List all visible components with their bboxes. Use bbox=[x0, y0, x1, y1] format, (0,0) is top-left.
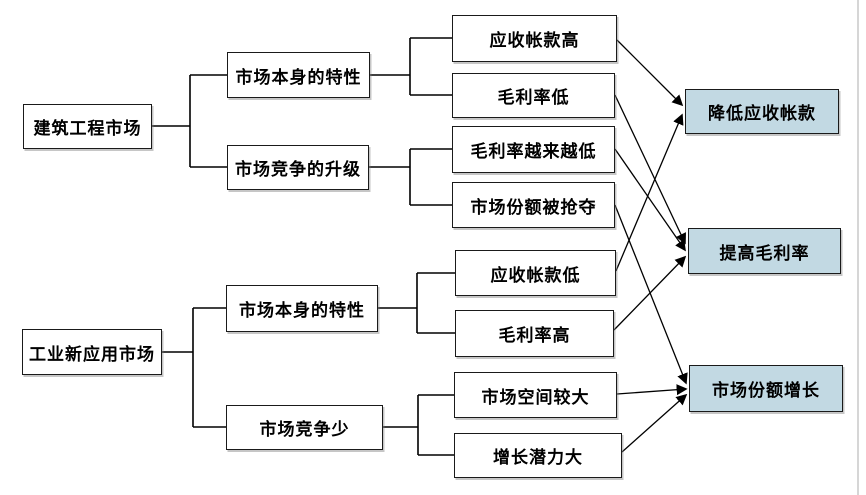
arrow-large-space-to-share-growth bbox=[616, 384, 688, 396]
factor-box-growth-potential: 增长潜力大 bbox=[454, 433, 622, 478]
category-box-characteristics-top: 市场本身的特性 bbox=[227, 52, 370, 98]
category-box-characteristics-bottom: 市场本身的特性 bbox=[226, 285, 378, 332]
tree-connector-root-construction bbox=[152, 74, 227, 168]
factor-box-large-market-space: 市场空间较大 bbox=[454, 372, 617, 418]
tree-connector-characteristics-top bbox=[370, 37, 452, 96]
tree-connector-root-industrial bbox=[162, 307, 226, 428]
arrow-low-margin-to-raise bbox=[614, 94, 686, 245]
arrow-lines bbox=[613, 39, 688, 453]
factor-box-low-receivables: 应收帐款低 bbox=[455, 250, 616, 296]
arrow-share-seized-to-share-growth bbox=[614, 204, 688, 385]
tree-connector-low-competition bbox=[383, 394, 454, 456]
market-box-industrial: 工业新应用市场 bbox=[22, 329, 162, 375]
arrow-decreasing-margin-to-raise bbox=[614, 148, 686, 252]
tree-connectors bbox=[152, 37, 455, 456]
market-box-construction: 建筑工程市场 bbox=[23, 104, 152, 149]
factor-box-decreasing-margin: 毛利率越来越低 bbox=[452, 126, 615, 173]
tree-connector-competition-upgrade bbox=[369, 148, 452, 206]
arrow-high-margin-to-raise bbox=[613, 255, 687, 331]
goal-box-raise-gross-margin: 提高毛利率 bbox=[688, 228, 841, 274]
factor-box-high-margin: 毛利率高 bbox=[455, 310, 614, 357]
goal-box-reduce-receivables: 降低应收帐款 bbox=[685, 89, 839, 134]
factor-box-share-seized: 市场份额被抢夺 bbox=[452, 182, 615, 228]
arrow-growth-potential-to-share-growth bbox=[621, 393, 688, 453]
arrow-high-receivables-to-reduce bbox=[616, 39, 684, 107]
factor-box-low-margin: 毛利率低 bbox=[452, 73, 615, 118]
category-box-competition-upgrade: 市场竞争的升级 bbox=[227, 145, 369, 190]
arrow-low-receivables-to-reduce bbox=[615, 113, 684, 272]
goal-box-market-share-growth: 市场份额增长 bbox=[689, 365, 843, 412]
category-box-low-competition: 市场竞争少 bbox=[226, 405, 383, 450]
factor-box-high-receivables: 应收帐款高 bbox=[452, 15, 617, 62]
tree-connector-characteristics-bottom bbox=[378, 272, 455, 334]
